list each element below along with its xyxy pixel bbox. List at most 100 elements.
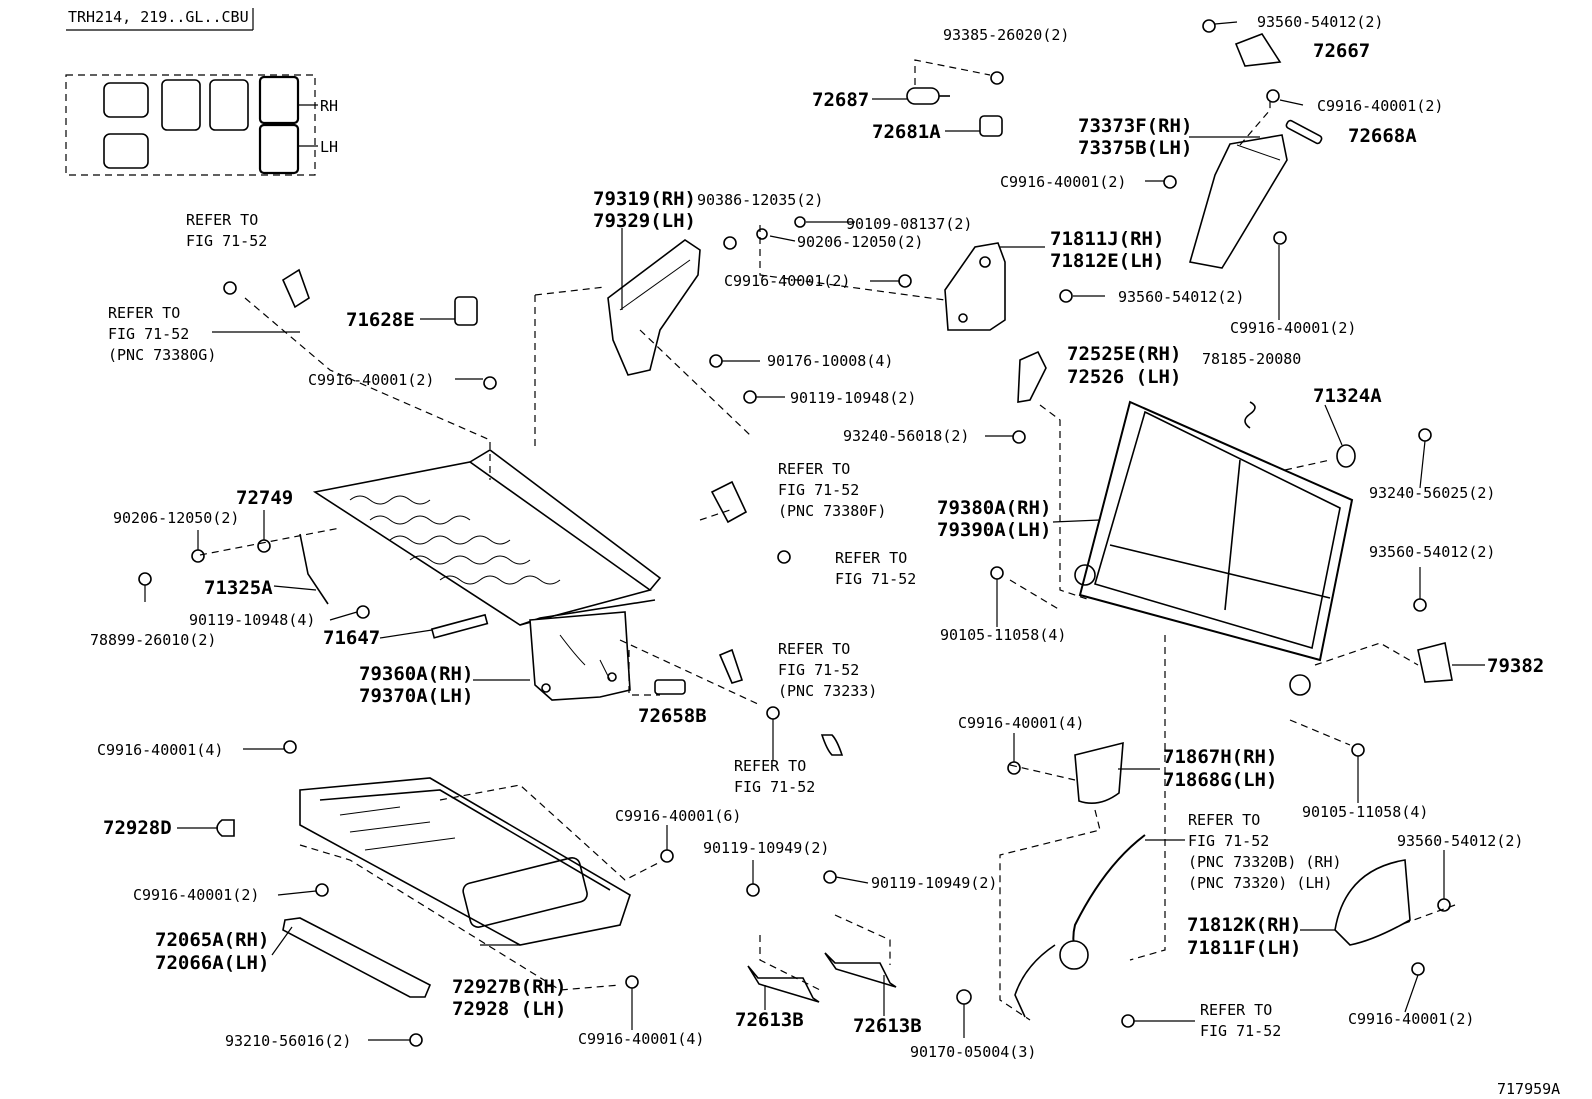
label-71811j: 71811J(RH): [1050, 228, 1164, 250]
label-90119-10949-left: 90119-10949(2): [703, 839, 829, 857]
label-79360a: 79360A(RH): [359, 663, 473, 685]
label-71812e: 71812E(LH): [1050, 250, 1164, 272]
locator-lh: LH: [320, 138, 338, 156]
label-72928: 72928 (LH): [452, 998, 566, 1020]
label-79370a: 79370A(LH): [359, 685, 473, 707]
label-71868g: 71868G(LH): [1163, 769, 1277, 791]
label-90206-12050-left: 90206-12050(2): [113, 509, 239, 527]
label-90105-11058-left: 90105-11058(4): [940, 626, 1066, 644]
label-c9916-tray-left: C9916-40001(2): [133, 886, 259, 904]
label-fig-f: FIG 71-52: [734, 778, 815, 796]
foot-bracket-left: [747, 965, 820, 1003]
label-90206-12050-top: 90206-12050(2): [797, 233, 923, 251]
label-71324a: 71324A: [1313, 385, 1382, 407]
belt-retractor: [1014, 834, 1146, 1018]
label-78185-20080: 78185-20080: [1202, 350, 1301, 368]
label-72526: 72526 (LH): [1067, 366, 1181, 388]
label-79380a: 79380A(RH): [937, 497, 1051, 519]
label-71812k: 71812K(RH): [1187, 914, 1301, 936]
label-72613b-left: 72613B: [735, 1009, 804, 1031]
label-refer-d: REFER TO: [835, 549, 907, 567]
label-90176-10008: 90176-10008(4): [767, 352, 893, 370]
foot-bracket-right: [824, 952, 897, 988]
pad: [654, 679, 686, 695]
label-c9916-tray-right: C9916-40001(6): [615, 807, 741, 825]
side-bracket: [299, 533, 329, 605]
seat-locator-map: [65, 74, 318, 176]
label-72681a: 72681A: [872, 121, 941, 143]
label-fig-g: FIG 71-52: [1188, 832, 1269, 850]
figure-id: 717959A: [1497, 1080, 1560, 1098]
label-90119-10948-top: 90119-10948(2): [790, 389, 916, 407]
label-refer-c: REFER TO: [778, 460, 850, 478]
side-cover: [1334, 859, 1411, 946]
label-refer-f: REFER TO: [734, 757, 806, 775]
label-71325a: 71325A: [204, 577, 273, 599]
label-c9916-lower-left: C9916-40001(4): [97, 741, 223, 759]
label-93560-54012-hinge: 93560-54012(2): [1118, 288, 1244, 306]
seat-riser-bracket: [529, 611, 631, 701]
label-72928d: 72928D: [103, 817, 172, 839]
label-c9916-upper-left: C9916-40001(2): [1000, 173, 1126, 191]
label-72668a: 72668A: [1348, 125, 1417, 147]
label-72749: 72749: [236, 487, 293, 509]
label-93560-54012-top: 93560-54012(2): [1257, 13, 1383, 31]
label-72066a: 72066A(LH): [155, 952, 269, 974]
label-c9916-bottom: C9916-40001(4): [578, 1030, 704, 1048]
label-93560-54012-lower: 93560-54012(2): [1397, 832, 1523, 850]
label-93240-56025: 93240-56025(2): [1369, 484, 1495, 502]
locator-rh: RH: [320, 97, 338, 115]
label-c9916-clip: C9916-40001(2): [308, 371, 434, 389]
cap: [820, 734, 844, 756]
label-79390a: 79390A(LH): [937, 519, 1051, 541]
label-90386-12035: 90386-12035(2): [697, 191, 823, 209]
hinge-bracket: [944, 242, 1006, 331]
push-clip: [216, 819, 235, 837]
label-pnc-73380g: (PNC 73380G): [108, 346, 216, 364]
label-72667: 72667: [1313, 40, 1370, 62]
model-code: TRH214, 219..GL..CBU: [68, 8, 249, 26]
grommet: [1336, 444, 1356, 468]
label-90170-05004: 90170-05004(3): [910, 1043, 1036, 1061]
label-fig-b: FIG 71-52: [108, 325, 189, 343]
fasteners: [138, 19, 1451, 1047]
label-71867h: 71867H(RH): [1163, 746, 1277, 768]
side-brace: [282, 917, 432, 998]
label-93210-56016: 93210-56016(2): [225, 1032, 351, 1050]
label-93240-56018: 93240-56018(2): [843, 427, 969, 445]
label-72658b: 72658B: [638, 705, 707, 727]
label-79319: 79319(RH): [593, 188, 696, 210]
label-73373f: 73373F(RH): [1078, 115, 1192, 137]
label-refer-h: REFER TO: [1200, 1001, 1272, 1019]
label-c9916-upper-right: C9916-40001(2): [1230, 319, 1356, 337]
label-73375b: 73375B(LH): [1078, 137, 1192, 159]
label-71811f: 71811F(LH): [1187, 937, 1301, 959]
label-90105-11058-right: 90105-11058(4): [1302, 803, 1428, 821]
label-72525e: 72525E(RH): [1067, 343, 1181, 365]
seat-back-frame: [1074, 400, 1354, 696]
label-refer-g: REFER TO: [1188, 811, 1260, 829]
top-cap: [1234, 33, 1282, 67]
label-c9916-top: C9916-40001(2): [1317, 97, 1443, 115]
label-79382: 79382: [1487, 655, 1544, 677]
rail-strip: [430, 613, 489, 639]
label-90109-08137: 90109-08137(2): [846, 215, 972, 233]
label-93560-54012-right: 93560-54012(2): [1369, 543, 1495, 561]
clip-block: [454, 296, 478, 326]
label-pnc-73320: (PNC 73320) (LH): [1188, 874, 1333, 892]
label-c9916-trim: C9916-40001(4): [958, 714, 1084, 732]
label-pnc-73233: (PNC 73233): [778, 682, 877, 700]
label-pnc-73320b: (PNC 73320B) (RH): [1188, 853, 1342, 871]
label-fig-c: FIG 71-52: [778, 481, 859, 499]
lock-bracket: [1417, 642, 1453, 683]
hinge-trim: [1074, 741, 1124, 804]
buckle-left: [281, 268, 310, 309]
upper-arm-cover: [1188, 134, 1288, 269]
label-90119-10948-left: 90119-10948(4): [189, 611, 315, 629]
label-fig-e: FIG 71-52: [778, 661, 859, 679]
label-fig-h: FIG 71-52: [1200, 1022, 1281, 1040]
label-c9916-bottom-right: C9916-40001(2): [1348, 1010, 1474, 1028]
leader-lines: [144, 21, 1485, 1041]
label-71628e: 71628E: [346, 309, 415, 331]
